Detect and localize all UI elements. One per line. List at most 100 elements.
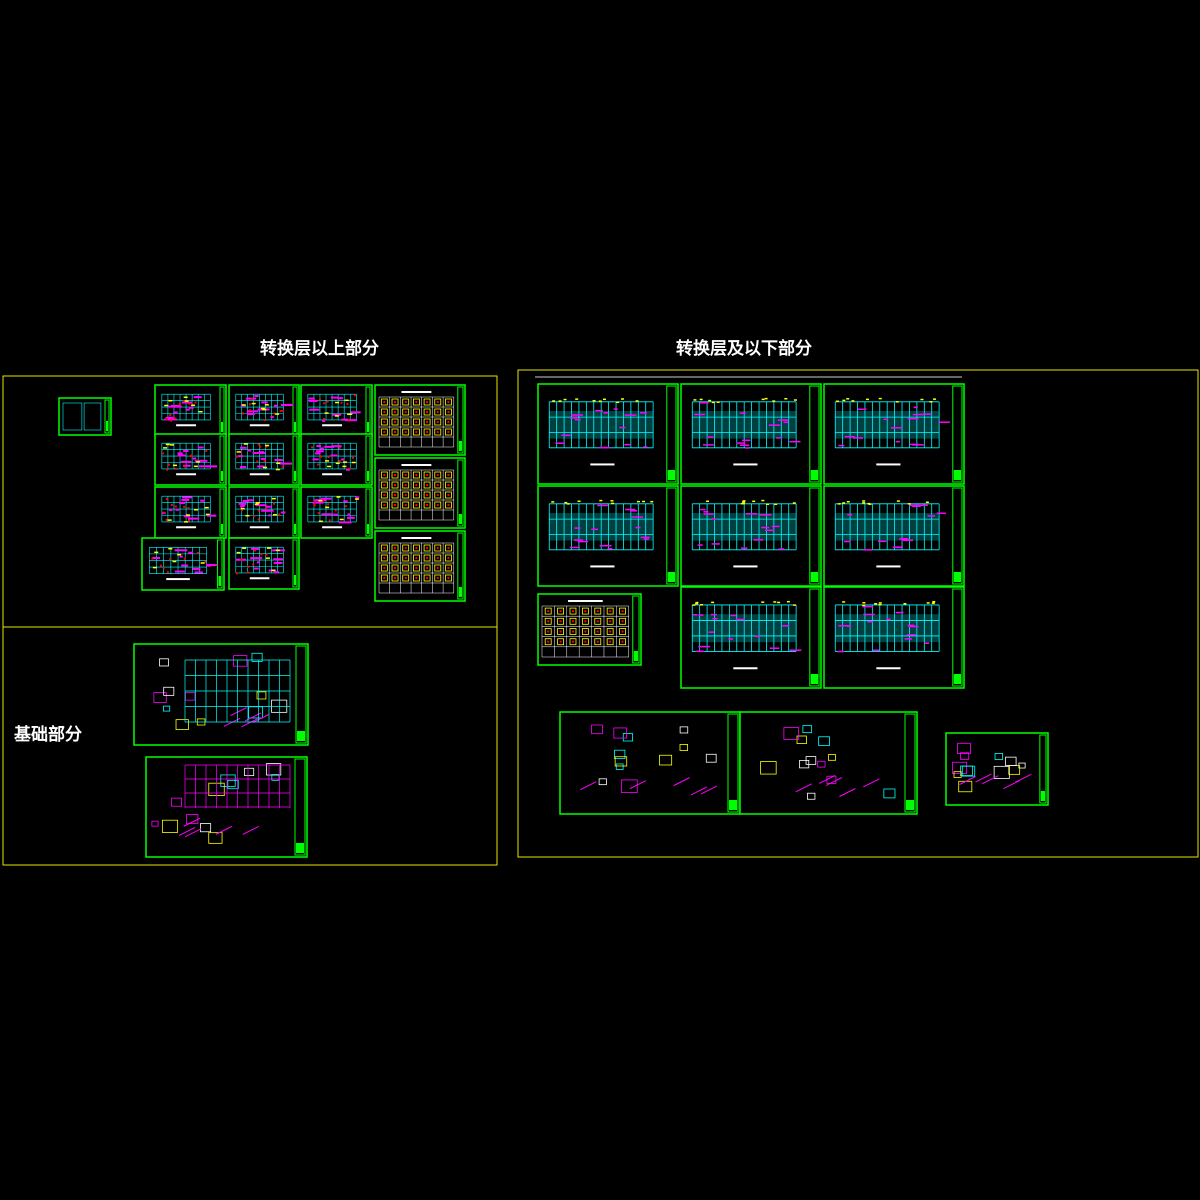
title-block-fill: [458, 587, 462, 597]
table-section-core: [394, 411, 397, 413]
long-beam: [643, 538, 649, 540]
plan-caption: [249, 473, 270, 476]
plan-wall: [164, 418, 177, 421]
table-section-mark: [557, 607, 564, 615]
plan-column: [318, 398, 321, 401]
sheet-upper-plan-a1: [154, 433, 227, 486]
plan-column: [240, 451, 243, 454]
table-section-core: [426, 494, 429, 496]
sheet-border: [374, 457, 466, 529]
plan-note: [183, 396, 188, 398]
plan-wall: [177, 452, 183, 455]
sheet-upper-plan-b1: [228, 433, 300, 486]
table-section-core: [584, 620, 587, 623]
long-beam: [911, 505, 921, 507]
long-slab: [692, 411, 797, 439]
detail-mark: [818, 736, 830, 746]
table-section-mark: [434, 501, 442, 509]
detail-mark: [659, 754, 673, 766]
sheet-upper-table1: [374, 457, 466, 529]
plan-note: [204, 506, 209, 509]
long-dim: [772, 400, 776, 402]
title-block: [295, 645, 307, 744]
detail-stair: [673, 777, 690, 787]
table-section-mark: [423, 574, 431, 582]
table-section-mark: [594, 607, 602, 615]
table-section-core: [547, 630, 550, 633]
table-section-core: [415, 504, 418, 506]
plan-wall: [246, 410, 259, 413]
table-section-mark: [544, 617, 552, 625]
table-section-mark: [619, 628, 626, 635]
long-beam: [912, 413, 924, 416]
title-block: [365, 488, 371, 537]
table-section-core: [426, 547, 429, 549]
long-beam: [703, 511, 709, 513]
title-block-fill: [633, 651, 638, 661]
plan-caption: [249, 526, 270, 529]
plan-note: [354, 498, 359, 500]
plan-wall: [200, 499, 205, 502]
table-section-mark: [391, 418, 399, 426]
table-section-mark: [380, 418, 388, 426]
long-beam: [630, 510, 638, 512]
table-section-core: [383, 557, 386, 559]
title-block-fill: [106, 421, 108, 431]
foundation-plan-overlay: [184, 659, 291, 808]
lower-section-frame: [517, 369, 1199, 858]
title-block: [365, 435, 371, 484]
long-beam: [886, 618, 891, 621]
table-section-mark: [412, 501, 420, 509]
table-section-core: [609, 640, 612, 643]
sheet-border: [154, 433, 227, 486]
long-beam: [577, 540, 589, 543]
plan-column: [188, 519, 191, 522]
plan-wall: [239, 466, 247, 469]
sheet-border: [559, 711, 741, 815]
detail-mark: [994, 753, 1004, 760]
long-dim: [837, 503, 841, 505]
table-section-mark: [391, 491, 399, 499]
plan-wall: [268, 514, 272, 517]
table-section-core: [394, 474, 397, 476]
long-slab: [835, 411, 940, 439]
title-block-fill: [218, 576, 221, 586]
table-section-mark: [380, 481, 388, 489]
table-section-core: [394, 504, 397, 506]
table-section-core: [571, 640, 574, 643]
plan-note: [170, 444, 175, 446]
table-section-mark: [606, 617, 614, 625]
long-slab: [549, 411, 654, 439]
table-section-mark: [402, 491, 410, 499]
plan-wall: [241, 504, 246, 507]
long-beam: [591, 528, 599, 531]
title-block: [1039, 734, 1047, 804]
table-section-core: [447, 484, 450, 486]
plan-wall: [261, 401, 268, 404]
table-section-mark: [402, 408, 410, 416]
plan-column: [326, 400, 329, 403]
table-section-mark: [423, 491, 431, 499]
table-section-mark: [412, 428, 420, 436]
plan-note: [265, 444, 270, 447]
long-beam: [924, 642, 930, 644]
plan-note: [255, 501, 260, 504]
long-beam: [603, 412, 609, 414]
long-beam: [574, 527, 581, 529]
title-block: [952, 588, 963, 687]
sheet-lower-7: [680, 586, 822, 689]
table-section-mark: [380, 398, 388, 406]
table-section-mark: [412, 544, 420, 552]
long-dim: [777, 601, 781, 604]
long-dim: [786, 600, 790, 603]
detail-stair: [215, 825, 233, 835]
plan-note: [351, 461, 356, 464]
plan-note: [275, 413, 280, 415]
long-beam: [698, 614, 704, 616]
table-section-core: [383, 547, 386, 549]
long-caption: [590, 565, 615, 568]
table-section-core: [426, 431, 429, 433]
plan-wall: [309, 408, 320, 411]
title-block: [292, 539, 298, 588]
long-dim: [566, 503, 570, 505]
